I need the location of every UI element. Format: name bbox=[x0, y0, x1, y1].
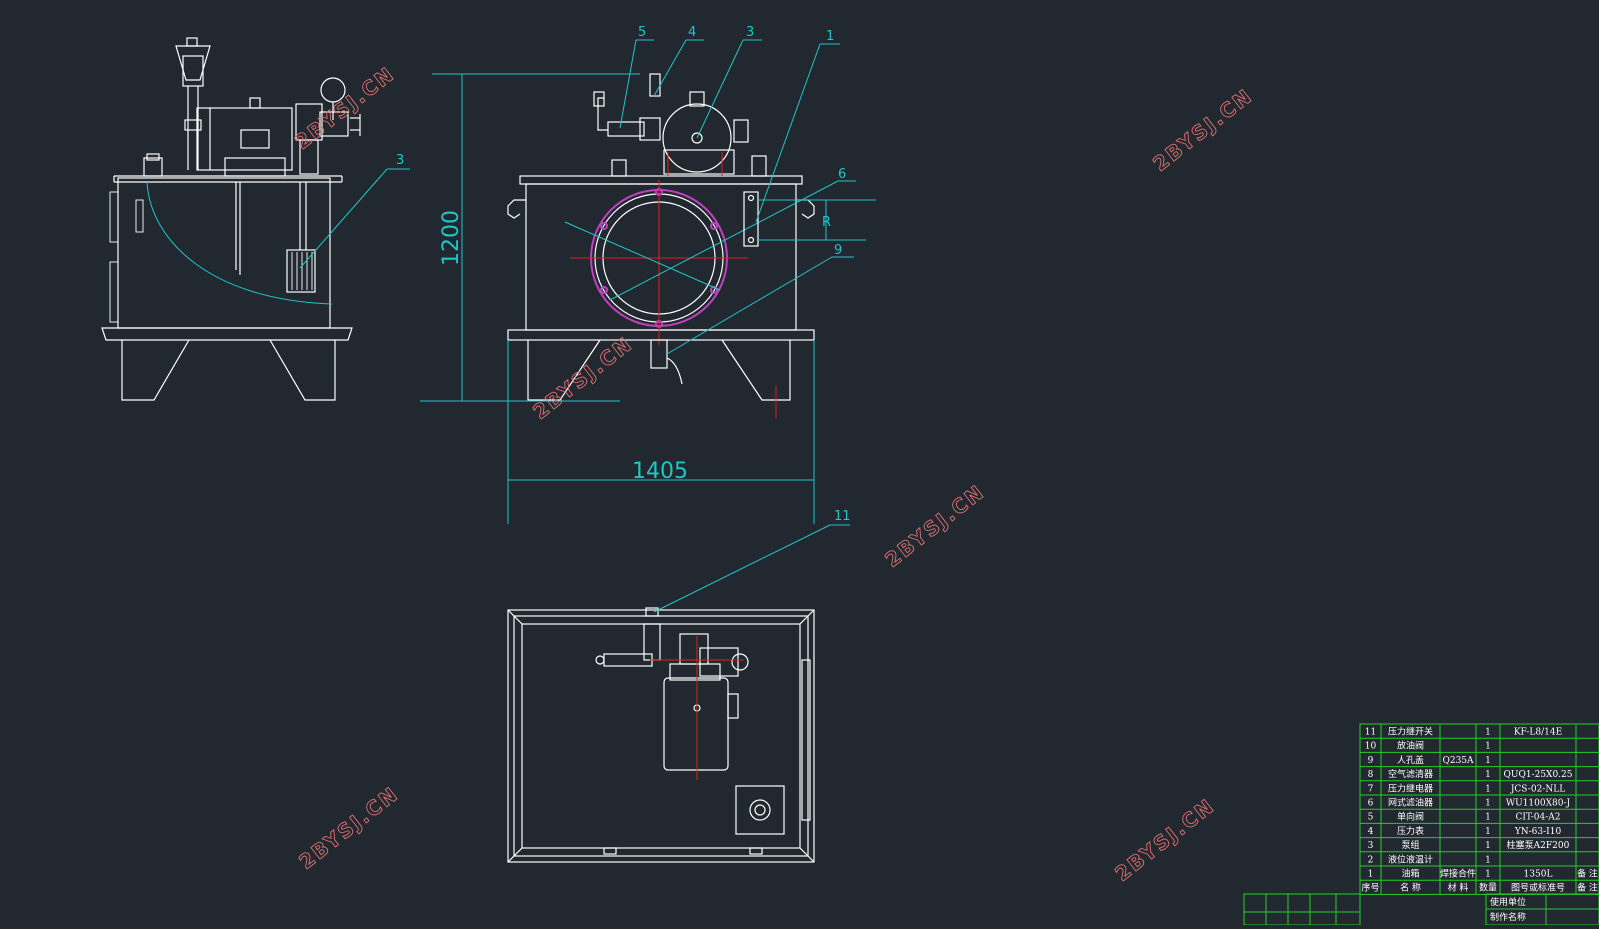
watermarks: 2BYSJ.CN 2BYSJ.CN 2BYSJ.CN 2BYSJ.CN 2BYS… bbox=[290, 61, 1258, 886]
bom-cell: 11 bbox=[1365, 728, 1376, 738]
bom-cell: 人孔盖 bbox=[1397, 754, 1424, 766]
bom-cell: 3 bbox=[1368, 841, 1374, 851]
callout-label-11: 11 bbox=[834, 509, 851, 524]
callout-label-6: 3 bbox=[396, 153, 404, 168]
front-view: R bbox=[507, 73, 876, 418]
top-tank-outline bbox=[507, 609, 815, 863]
callout-label-5: 5 bbox=[638, 25, 646, 40]
callout-4: 4 bbox=[653, 25, 704, 97]
watermark-text: 2BYSJ.CN bbox=[1148, 84, 1257, 176]
callout-label-10: 9 bbox=[834, 243, 842, 258]
bom-cell: 8 bbox=[1368, 770, 1374, 780]
bom-cell: 压力继电器 bbox=[1388, 782, 1433, 794]
bom-cell: 备 注 bbox=[1577, 868, 1598, 880]
side-base-plate bbox=[101, 327, 353, 341]
level-gauge bbox=[743, 191, 759, 247]
callout-11: 11 bbox=[653, 509, 851, 613]
callout-label-3: 3 bbox=[746, 25, 754, 40]
side-view bbox=[101, 37, 361, 401]
bom-cell: 1 bbox=[1485, 799, 1491, 809]
bom-cell: 2 bbox=[1368, 855, 1374, 865]
callout-5: 5 bbox=[619, 25, 654, 129]
width-dimension: 1405 bbox=[507, 340, 815, 524]
bom-cell: CIT-04-A2 bbox=[1515, 813, 1560, 823]
bom-cell: 9 bbox=[1368, 756, 1374, 766]
title-block: 使用单位 制作名称 bbox=[1243, 893, 1599, 926]
bom-cell: 1 bbox=[1485, 728, 1491, 738]
bom-cell: QUQ1-25X0.25 bbox=[1503, 770, 1572, 780]
bom-header-cell: 数量 bbox=[1479, 882, 1497, 894]
bom-cell: 柱塞泵A2F200 bbox=[1507, 839, 1570, 851]
bom-cell: 4 bbox=[1368, 827, 1374, 837]
watermark-text: 2BYSJ.CN bbox=[290, 62, 399, 154]
bom-cell: 1 bbox=[1485, 855, 1491, 865]
bom-cell: 1 bbox=[1368, 870, 1374, 880]
callout-9: 6 bbox=[838, 167, 856, 182]
watermark-text: 2BYSJ.CN bbox=[528, 332, 637, 424]
side-motor bbox=[196, 107, 293, 171]
bom-cell: 1 bbox=[1485, 756, 1491, 766]
bom-cell: 7 bbox=[1368, 784, 1374, 794]
front-tank-body bbox=[525, 183, 797, 331]
bom-cell: 5 bbox=[1368, 813, 1374, 823]
bom-cell: KF-L8/14E bbox=[1514, 728, 1562, 738]
callout-6: 3 bbox=[299, 153, 410, 269]
bom-cell: 压力表 bbox=[1397, 825, 1424, 837]
width-dimension-text: 1405 bbox=[632, 459, 688, 484]
bom-cell: 泵组 bbox=[1401, 839, 1419, 851]
bom-header-cell: 材 料 bbox=[1448, 882, 1469, 894]
bom-header-cell: 名 称 bbox=[1400, 882, 1421, 894]
bom-cell: 1350L bbox=[1524, 870, 1553, 880]
pump-motor-end bbox=[662, 103, 732, 173]
watermark-text: 2BYSJ.CN bbox=[294, 782, 403, 874]
bom-cell: Q235A bbox=[1442, 756, 1474, 766]
bracket-mark: R bbox=[822, 215, 831, 230]
bom-cell: 1 bbox=[1485, 827, 1491, 837]
side-return-pipe bbox=[146, 181, 333, 305]
title-cell-name: 制作名称 bbox=[1490, 911, 1526, 923]
bom-header-cell: 备 注 bbox=[1577, 882, 1598, 894]
bom-cell: JCS-02-NLL bbox=[1510, 784, 1565, 794]
bom-cell: 空气滤清器 bbox=[1388, 768, 1433, 780]
bom-cell: 1 bbox=[1485, 841, 1491, 851]
callout-1: 1 bbox=[755, 29, 840, 223]
title-cell-user: 使用单位 bbox=[1490, 896, 1526, 908]
bom-cell: YN-63-I10 bbox=[1514, 827, 1562, 837]
top-view bbox=[507, 607, 815, 863]
bom-cell: 单向阀 bbox=[1397, 811, 1424, 823]
front-base-plate bbox=[507, 329, 815, 341]
bom-cell: 放油阀 bbox=[1397, 740, 1424, 752]
callout-label-9: 6 bbox=[838, 167, 846, 182]
bom-header-cell: 图号或标准号 bbox=[1511, 882, 1565, 894]
callout-label-1: 1 bbox=[826, 29, 834, 44]
bom-cell: 网式滤油器 bbox=[1388, 797, 1433, 809]
bom-cell: 焊接合件 bbox=[1440, 868, 1476, 880]
callout-10: 9 bbox=[666, 243, 854, 355]
bom-cell: 1 bbox=[1485, 742, 1491, 752]
top-cleanout-cover bbox=[735, 785, 785, 835]
bom-header-cell: 序号 bbox=[1361, 882, 1379, 894]
bom-cell: 压力继开关 bbox=[1388, 726, 1433, 738]
bom-cell: 1 bbox=[1485, 784, 1491, 794]
bom-cell: 油箱 bbox=[1401, 868, 1419, 880]
bom-cell: 6 bbox=[1368, 799, 1374, 809]
callout-3: 3 bbox=[696, 25, 762, 139]
bom-cell: 10 bbox=[1365, 742, 1377, 752]
height-dimension: 1200 bbox=[420, 73, 640, 402]
callout-label-4: 4 bbox=[688, 25, 696, 40]
bom-cell: 1 bbox=[1485, 770, 1491, 780]
bom-cell: 1 bbox=[1485, 870, 1491, 880]
bom-cell: 1 bbox=[1485, 813, 1491, 823]
watermark-text: 2BYSJ.CN bbox=[880, 480, 989, 572]
watermark-text: 2BYSJ.CN bbox=[1110, 794, 1219, 886]
bom-cell: WU1100X80-J bbox=[1506, 799, 1571, 809]
top-motor bbox=[663, 677, 729, 771]
bom-cell: 液位液温计 bbox=[1388, 853, 1433, 865]
height-dimension-text: 1200 bbox=[439, 210, 464, 266]
side-suction-filter bbox=[286, 249, 316, 293]
